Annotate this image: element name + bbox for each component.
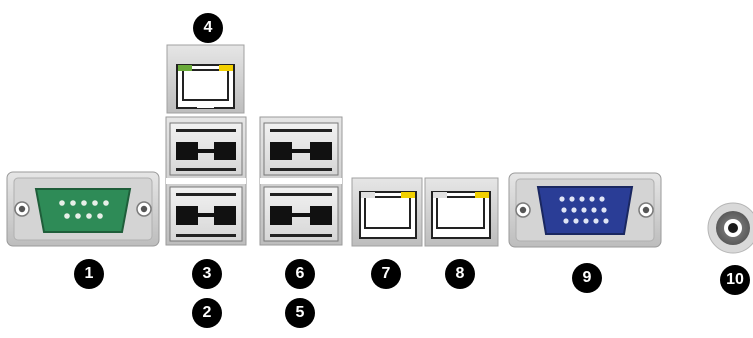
callout-badge: 2 (192, 298, 222, 328)
vga-port (508, 172, 662, 248)
callout-badge: 1 (74, 259, 104, 289)
callout-badge: 6 (285, 259, 315, 289)
callout-badge: 3 (192, 259, 222, 289)
com-port (6, 171, 160, 247)
callout-badge: 4 (193, 13, 223, 43)
callout-badge: 10 (720, 265, 750, 295)
callout-badge: 8 (445, 259, 475, 289)
usb-port (263, 186, 339, 242)
lan-port (166, 44, 245, 114)
lan-port (424, 177, 499, 247)
lan-port (351, 177, 423, 247)
audio-jack (707, 202, 753, 254)
usb-port-stack (259, 116, 343, 246)
usb-port-stack (165, 116, 247, 246)
callout-badge: 5 (285, 298, 315, 328)
usb-port (169, 122, 243, 176)
callout-badge: 7 (371, 259, 401, 289)
usb-port (169, 186, 243, 242)
usb-port (263, 122, 339, 176)
callout-badge: 9 (572, 263, 602, 293)
